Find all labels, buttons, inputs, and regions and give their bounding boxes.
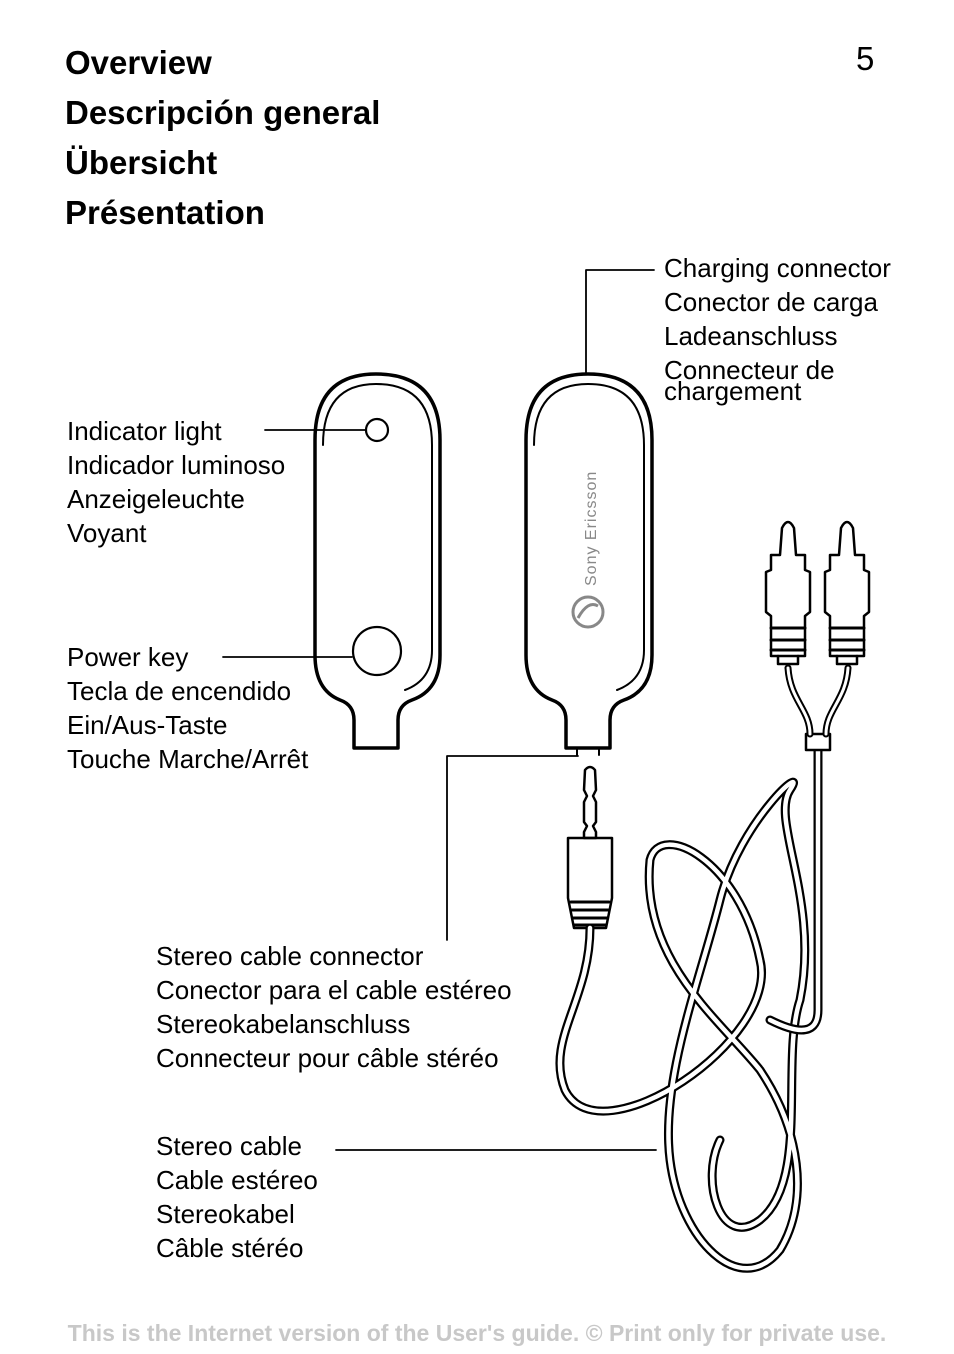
label-line: Voyant [67, 518, 147, 548]
rca-plugs [764, 520, 871, 752]
footer-notice: This is the Internet version of the User… [67, 1320, 887, 1346]
brand-logo-text: Sony Ericsson [583, 471, 600, 586]
label-line: Connecteur de [664, 355, 835, 385]
label-line: Câble stéréo [156, 1233, 304, 1263]
label-line: Ein/Aus-Taste [67, 710, 228, 740]
heading-de: Übersicht [65, 144, 218, 181]
label-line: Touche Marche/Arrêt [67, 744, 309, 774]
label-line: Stereokabel [156, 1199, 295, 1229]
label-line: Stereo cable connector [156, 941, 424, 971]
label-stereo-cable-connector: Stereo cable connector Conector para el … [156, 939, 512, 1075]
label-line: Cable estéreo [156, 1165, 318, 1195]
page-headings: Overview Descripción general Übersicht P… [65, 38, 380, 238]
label-line: Anzeigeleuchte [67, 484, 245, 514]
page-number: 5 [856, 40, 875, 77]
indicator-light-icon [364, 417, 390, 443]
label-line: Tecla de encendido [67, 676, 292, 706]
label-indicator-light: Indicator light Indicador luminoso Anzei… [67, 414, 285, 550]
heading-es: Descripción general [65, 94, 381, 131]
label-line: Connecteur pour câble stéréo [156, 1043, 499, 1073]
label-line: Ladeanschluss [664, 321, 838, 351]
stereo-cable [555, 745, 823, 1273]
label-line: Stereokabelanschluss [156, 1009, 411, 1039]
label-line: Stereo cable [156, 1131, 302, 1161]
label-line: Conector para el cable estéreo [156, 975, 512, 1005]
heading-en: Overview [65, 44, 212, 81]
label-line: chargement [664, 376, 802, 406]
label-line: Charging connector [664, 253, 891, 283]
label-stereo-cable: Stereo cable Cable estéreo Stereokabel C… [156, 1129, 318, 1265]
label-line: Conector de carga [664, 287, 878, 317]
sony-ericsson-logo: Sony Ericsson [571, 471, 605, 629]
label-line: Indicator light [67, 416, 222, 446]
label-charging-connector: Charging connector Conector de carga Lad… [664, 251, 891, 404]
heading-fr: Présentation [65, 194, 265, 231]
power-key-icon[interactable] [351, 625, 403, 677]
label-power-key: Power key Tecla de encendido Ein/Aus-Tas… [67, 640, 308, 776]
jack-plug [566, 765, 614, 930]
label-line: Power key [67, 642, 189, 672]
callout-lines [222, 269, 657, 1151]
device-front [313, 372, 442, 750]
label-line: Indicador luminoso [67, 450, 286, 480]
